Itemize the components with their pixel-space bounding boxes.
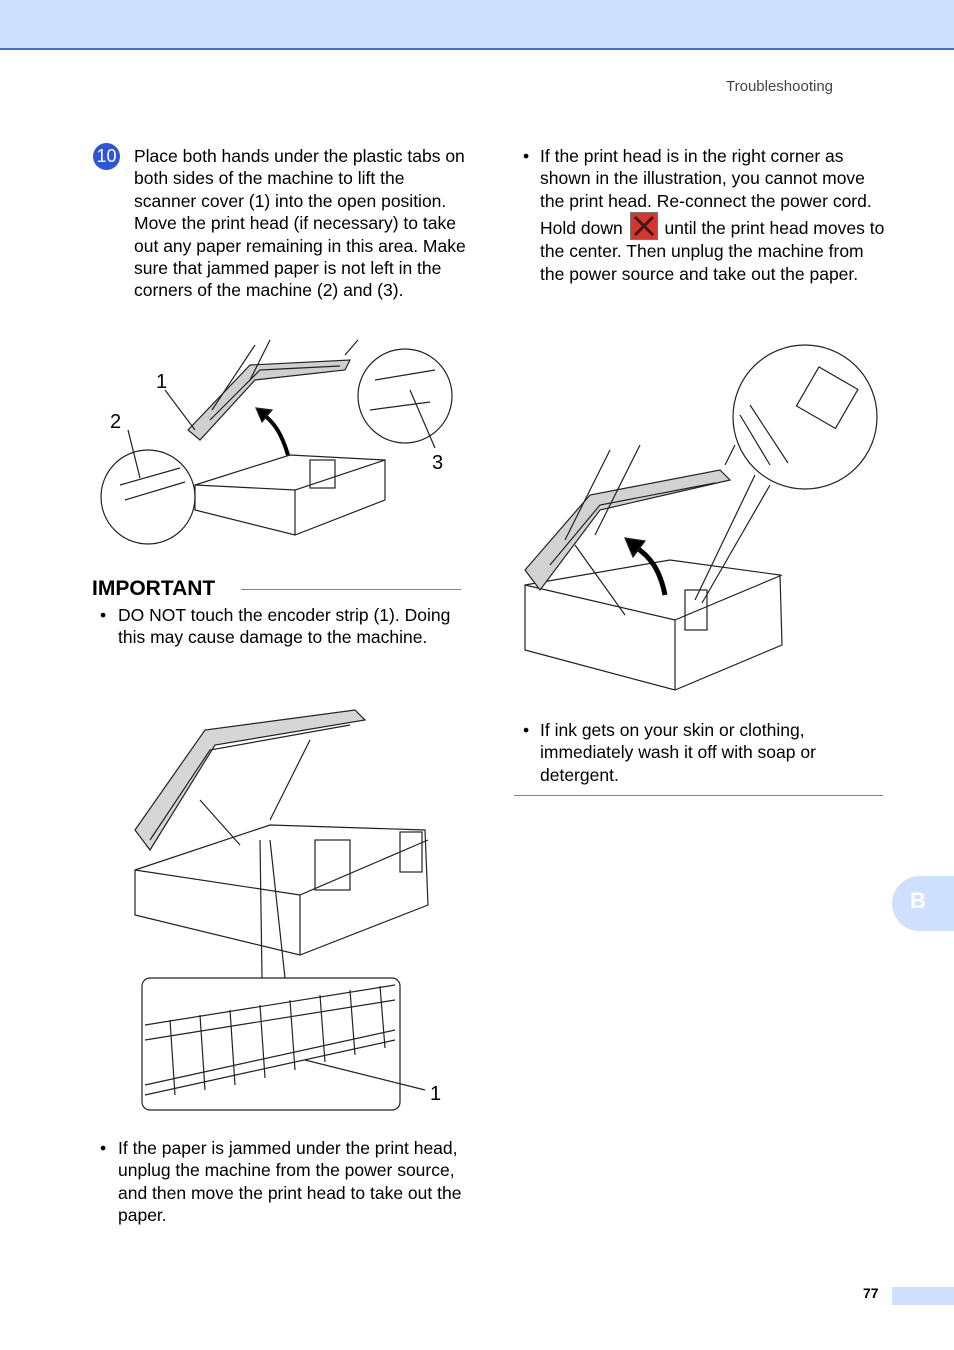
step-text: Place both hands under the plastic tabs … <box>134 146 466 301</box>
bullet-dot: • <box>100 605 107 625</box>
bullet-ink-skin: If ink gets on your skin or clothing, im… <box>540 720 816 785</box>
important-bullet-1: DO NOT touch the encoder strip (1). Doin… <box>118 605 451 648</box>
side-tab-letter: B <box>910 888 926 913</box>
figure-encoder-strip: 1 <box>134 709 441 1111</box>
bullet-dot: • <box>523 146 530 166</box>
step-number-badge: 10 <box>93 143 120 170</box>
figure1-callout-1: 1 <box>156 371 167 393</box>
bullet-paper-jammed: If the paper is jammed under the print h… <box>118 1138 462 1226</box>
bullet-dot: • <box>100 1138 107 1158</box>
stop-x-icon <box>629 212 658 241</box>
top-header-bar <box>0 0 954 50</box>
figure-lift-scanner-cover: 1 2 3 <box>100 339 453 545</box>
print-head-text-1: If the print head is in the right corner… <box>540 146 872 239</box>
figure-print-head-right <box>524 344 878 691</box>
page-number: 77 <box>863 1285 879 1301</box>
figure1-callout-2: 2 <box>110 411 121 433</box>
section-title: Troubleshooting <box>726 78 834 95</box>
page-number-bar <box>892 1287 954 1305</box>
figure2-callout-1: 1 <box>430 1083 441 1105</box>
important-end-rule <box>514 795 883 796</box>
important-rule <box>241 589 461 590</box>
bullet-print-head-corner: If the print head is in the right corner… <box>540 145 885 285</box>
bullet-dot: • <box>523 720 530 740</box>
important-heading: IMPORTANT <box>92 577 216 600</box>
print-head-text-2: until the print head moves to the center… <box>540 218 885 284</box>
figure1-callout-3: 3 <box>432 452 443 474</box>
appendix-side-tab: B <box>892 876 954 931</box>
